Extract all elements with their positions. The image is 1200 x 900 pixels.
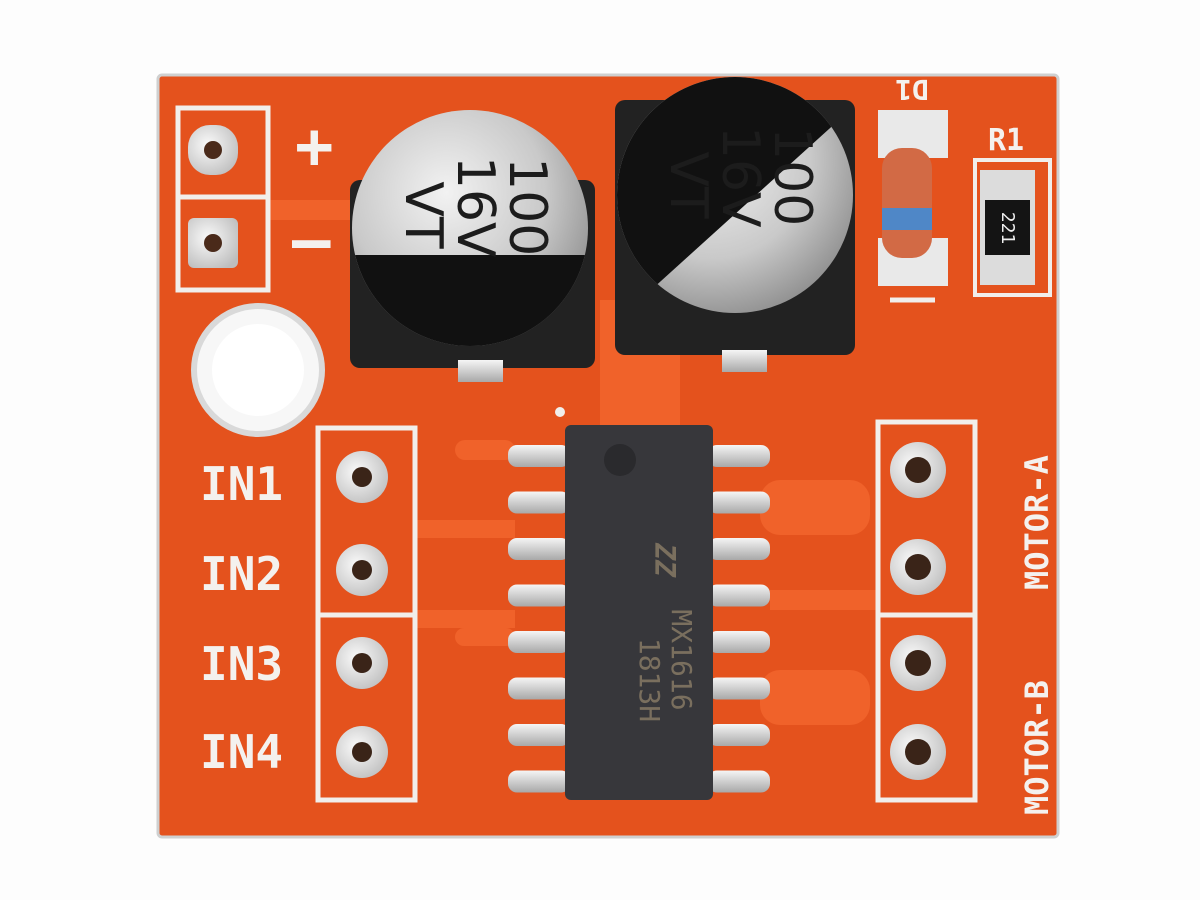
minus-label: – bbox=[292, 204, 331, 278]
chip-pin-right bbox=[708, 631, 770, 653]
chip-lot: 1813H bbox=[633, 638, 666, 722]
chip-pin-left bbox=[508, 770, 570, 793]
capacitor-right: 100 16V VT bbox=[615, 77, 855, 372]
label-motor-a: MOTOR-A bbox=[1018, 455, 1056, 590]
chip-logo: ZZ bbox=[648, 542, 681, 578]
plus-label: + bbox=[295, 110, 334, 184]
chip-pin-left bbox=[508, 538, 570, 560]
chip-pin-right bbox=[708, 491, 770, 514]
input-pads bbox=[336, 451, 388, 778]
chip-pin-right bbox=[708, 770, 770, 793]
cap-left-value: 100 bbox=[497, 157, 557, 256]
svg-text:100 16V VT: 100 16V VT bbox=[393, 156, 557, 274]
resistor-code: 221 bbox=[997, 212, 1018, 245]
motor-pads bbox=[890, 442, 946, 780]
diode-label: D1 bbox=[895, 73, 929, 106]
chip-pin-left bbox=[508, 584, 570, 607]
cap-right-value: 100 bbox=[762, 127, 822, 226]
label-motor-b: MOTOR-B bbox=[1018, 680, 1056, 815]
resistor-label: R1 bbox=[988, 123, 1024, 158]
chip-pin-right bbox=[708, 538, 770, 560]
capacitor-left: 100 16V VT bbox=[350, 110, 595, 382]
cap-right-mark: VT bbox=[658, 151, 718, 219]
label-in1: IN1 bbox=[200, 457, 283, 511]
motor-header-silkscreen bbox=[875, 419, 978, 803]
chip-pin-left bbox=[508, 724, 570, 746]
chip-pin-right bbox=[708, 724, 770, 746]
chip-pin-right bbox=[708, 677, 770, 700]
cap-left-mark: VT bbox=[393, 181, 453, 249]
resistor-r1: 221 bbox=[980, 170, 1035, 285]
chip-pins bbox=[508, 445, 770, 793]
cap-left-voltage: 16V bbox=[445, 156, 505, 258]
chip-pin-left bbox=[508, 631, 570, 653]
diode-d1 bbox=[878, 110, 948, 303]
chip-pin-left bbox=[508, 491, 570, 514]
chip-pin-left bbox=[508, 677, 570, 700]
svg-text:100 16V VT: 100 16V VT bbox=[658, 126, 822, 244]
chip-pin-left bbox=[508, 445, 570, 467]
chip-pin-right bbox=[708, 584, 770, 607]
cap-right-voltage: 16V bbox=[710, 126, 770, 228]
label-in4: IN4 bbox=[200, 725, 283, 779]
label-in3: IN3 bbox=[200, 637, 283, 691]
copper-traces bbox=[270, 200, 880, 725]
label-in2: IN2 bbox=[200, 547, 283, 601]
chip-pin-right bbox=[708, 445, 770, 467]
chip-part: MX1616 bbox=[665, 609, 698, 710]
ic-mx1616: ZZ MX1616 1813H bbox=[565, 425, 713, 800]
